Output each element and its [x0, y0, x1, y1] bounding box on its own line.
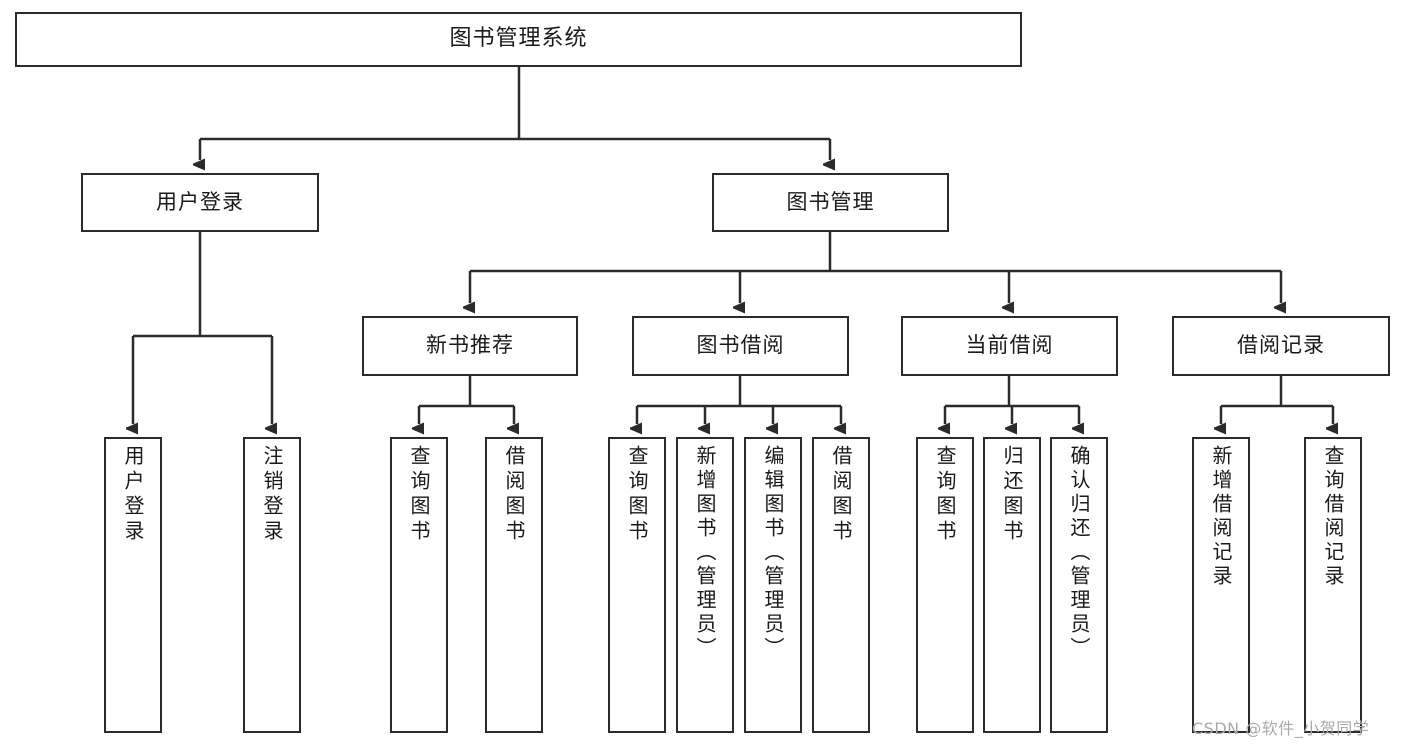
node-leaf-query-book-2-label: 查询图书	[625, 445, 649, 545]
node-new-book-rec-label: 新书推荐	[426, 333, 514, 358]
node-current-borrow-label: 当前借阅	[965, 333, 1054, 358]
node-leaf-user-login[interactable]: 用户登录	[104, 437, 162, 733]
node-leaf-user-login-label: 用户登录	[121, 445, 145, 545]
node-root-label: 图书管理系统	[449, 26, 588, 52]
node-leaf-query-record[interactable]: 查询借阅记录	[1304, 437, 1362, 733]
node-leaf-borrow-book-2-label: 借阅图书	[829, 445, 853, 545]
node-leaf-query-record-label: 查询借阅记录	[1321, 445, 1345, 589]
node-leaf-confirm-return[interactable]: 确认归还（管理员）	[1050, 437, 1108, 733]
node-borrow-record[interactable]: 借阅记录	[1172, 316, 1390, 376]
node-book-manage-label: 图书管理	[786, 189, 875, 214]
node-leaf-add-record-label: 新增借阅记录	[1209, 445, 1233, 589]
node-leaf-add-record[interactable]: 新增借阅记录	[1192, 437, 1250, 733]
node-leaf-borrow-book-1-label: 借阅图书	[502, 445, 526, 545]
node-leaf-logout-label: 注销登录	[260, 445, 284, 545]
node-leaf-return-book-label: 归还图书	[1000, 445, 1024, 545]
node-book-manage[interactable]: 图书管理	[712, 173, 949, 232]
node-borrow-record-label: 借阅记录	[1237, 333, 1325, 358]
node-book-borrow[interactable]: 图书借阅	[632, 316, 849, 376]
node-leaf-query-book-1-label: 查询图书	[407, 445, 431, 545]
node-book-borrow-label: 图书借阅	[696, 333, 785, 358]
node-root[interactable]: 图书管理系统	[15, 12, 1022, 67]
node-new-book-rec[interactable]: 新书推荐	[362, 316, 578, 376]
node-leaf-query-book-3-label: 查询图书	[933, 445, 957, 545]
node-leaf-edit-book-label: 编辑图书（管理员）	[761, 445, 785, 661]
node-leaf-query-book-3[interactable]: 查询图书	[916, 437, 974, 733]
node-leaf-edit-book[interactable]: 编辑图书（管理员）	[744, 437, 802, 733]
node-current-borrow[interactable]: 当前借阅	[901, 316, 1118, 376]
node-leaf-query-book-2[interactable]: 查询图书	[608, 437, 666, 733]
node-leaf-add-book-label: 新增图书（管理员）	[693, 445, 717, 661]
node-leaf-logout[interactable]: 注销登录	[243, 437, 301, 733]
node-leaf-borrow-book-1[interactable]: 借阅图书	[485, 437, 543, 733]
node-leaf-return-book[interactable]: 归还图书	[983, 437, 1041, 733]
node-leaf-add-book[interactable]: 新增图书（管理员）	[676, 437, 734, 733]
node-leaf-query-book-1[interactable]: 查询图书	[390, 437, 448, 733]
node-leaf-confirm-return-label: 确认归还（管理员）	[1067, 445, 1091, 661]
node-leaf-borrow-book-2[interactable]: 借阅图书	[812, 437, 870, 733]
watermark-text: CSDN @软件_小贺同学	[1192, 719, 1370, 738]
node-user-login-label: 用户登录	[156, 189, 244, 214]
node-user-login[interactable]: 用户登录	[81, 173, 319, 232]
